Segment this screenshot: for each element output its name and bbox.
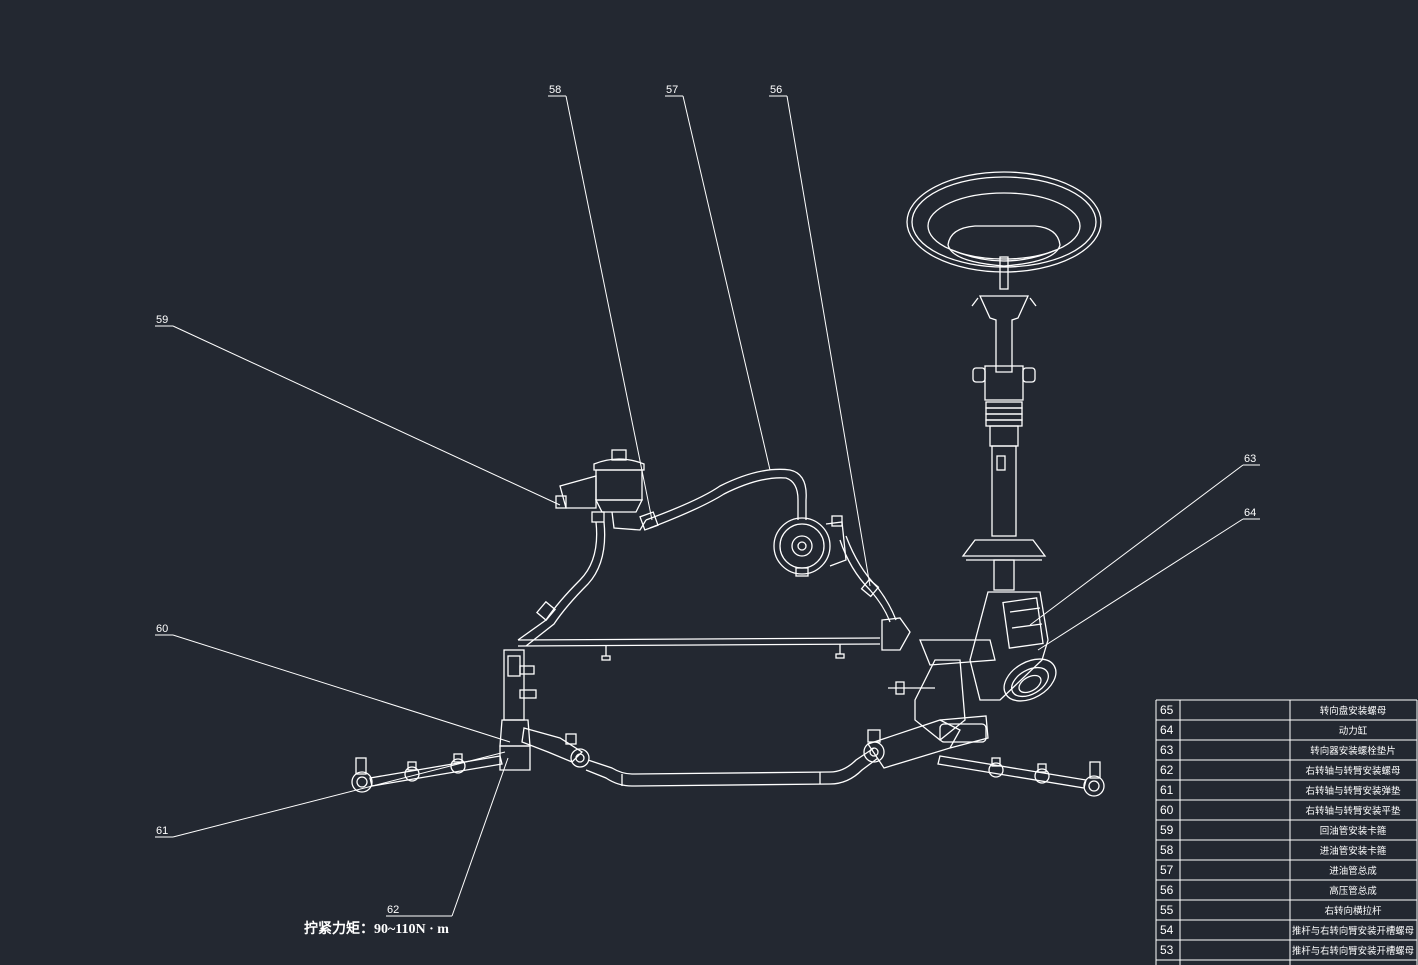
part-name: 右转轴与转臂安装弹垫 xyxy=(1305,785,1401,797)
part-name: 进油管安装卡箍 xyxy=(1320,845,1387,857)
part-number: 53 xyxy=(1160,943,1174,957)
leader-lines xyxy=(155,95,1260,917)
part-number: 61 xyxy=(1160,783,1174,797)
table-row: 64 动力缸 xyxy=(1160,723,1368,737)
part-number: 58 xyxy=(1160,843,1174,857)
left-tie-rod xyxy=(351,753,503,793)
balloon-58: 58 xyxy=(549,84,561,96)
balloon-56: 56 xyxy=(770,84,782,96)
balloon-61: 61 xyxy=(156,825,168,837)
return-hose xyxy=(517,521,606,647)
part-name: 右转轴与转臂安装螺母 xyxy=(1305,765,1400,777)
part-name: 高压管总成 xyxy=(1329,885,1377,897)
part-number: 63 xyxy=(1160,743,1174,757)
balloon-60: 60 xyxy=(156,623,168,635)
table-row: 59 回油管安装卡箍 xyxy=(1160,823,1387,837)
inlet-hose xyxy=(639,468,807,531)
balloon-62: 62 xyxy=(387,904,399,916)
left-knuckle xyxy=(499,649,590,771)
part-number: 64 xyxy=(1160,723,1174,737)
balloon-64: 64 xyxy=(1244,507,1256,519)
table-row: 58 进油管安装卡箍 xyxy=(1160,843,1387,857)
oil-reservoir xyxy=(555,449,647,531)
center-link xyxy=(585,747,879,787)
right-arm xyxy=(863,715,989,769)
power-steering-pump xyxy=(773,515,847,577)
part-number: 60 xyxy=(1160,803,1174,817)
part-name: 右转向横拉杆 xyxy=(1324,905,1382,917)
table-row: 53 推杆与右转向臂安装开槽螺母 xyxy=(1160,943,1414,957)
table-row: 54 推杆与右转向臂安装开槽螺母 xyxy=(1160,923,1414,937)
part-number: 62 xyxy=(1160,763,1174,777)
part-name: 进油管总成 xyxy=(1329,865,1377,877)
pressure-pipe xyxy=(517,535,911,661)
table-row: 62 右转轴与转臂安装螺母 xyxy=(1160,763,1401,777)
part-name: 转向盘安装螺母 xyxy=(1320,705,1387,717)
table-row: 57 进油管总成 xyxy=(1160,863,1377,877)
steering-column xyxy=(961,256,1047,591)
table-row: 63 转向器安装螺栓垫片 xyxy=(1160,743,1396,757)
part-number: 57 xyxy=(1160,863,1174,877)
steering-wheel xyxy=(906,171,1102,273)
part-name: 推杆与右转向臂安装开槽螺母 xyxy=(1292,925,1414,937)
part-name: 回油管安装卡箍 xyxy=(1320,825,1387,837)
parts-table: 65 转向盘安装螺母 64 动力缸 63 转向器安装螺栓垫片 62 右转轴与转臂安装螺母 61 右… xyxy=(1155,699,1418,965)
table-row: 61 右转轴与转臂安装弹垫 xyxy=(1160,783,1401,797)
part-number: 54 xyxy=(1160,923,1174,937)
part-name: 右转轴与转臂安装平垫 xyxy=(1305,805,1401,817)
balloon-57: 57 xyxy=(666,84,678,96)
steering-gear xyxy=(888,591,1057,741)
balloon-63: 63 xyxy=(1244,453,1256,465)
table-row: 56 高压管总成 xyxy=(1160,883,1377,897)
balloon-59: 59 xyxy=(156,314,168,326)
right-tie-rod xyxy=(937,755,1105,797)
part-name: 转向器安装螺栓垫片 xyxy=(1310,745,1396,757)
part-number: 65 xyxy=(1160,703,1174,717)
part-name: 推杆与右转向臂安装开槽螺母 xyxy=(1292,945,1414,957)
table-row: 55 右转向横拉杆 xyxy=(1160,903,1382,917)
table-row: 65 转向盘安装螺母 xyxy=(1160,703,1386,717)
part-name: 动力缸 xyxy=(1339,725,1368,737)
part-number: 56 xyxy=(1160,883,1174,897)
table-row: 60 右转轴与转臂安装平垫 xyxy=(1160,803,1401,817)
torque-note: 拧紧力矩：90~110N · m xyxy=(304,920,449,937)
part-number: 55 xyxy=(1160,903,1174,917)
part-number: 59 xyxy=(1160,823,1174,837)
